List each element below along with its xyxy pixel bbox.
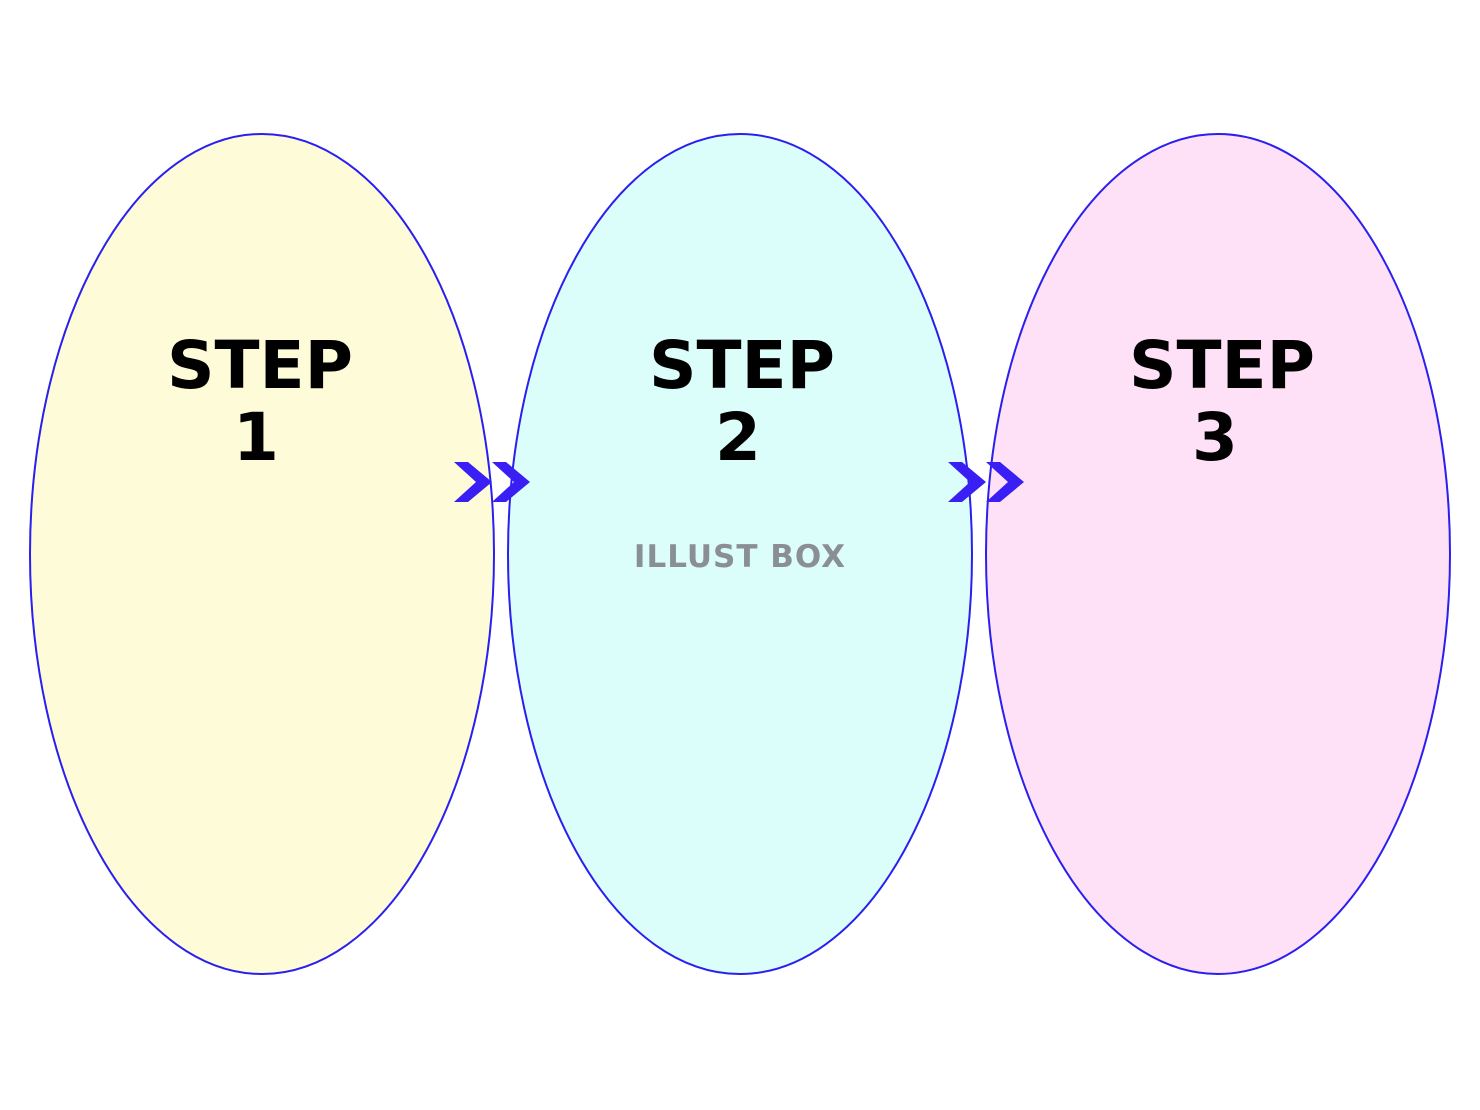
double-chevron-right-icon (948, 462, 1024, 502)
step-2-number: 2 (715, 399, 761, 476)
step-2: STEP 2 (507, 133, 973, 975)
watermark-logo: ILLUST BOX (634, 539, 846, 575)
step-3-title: STEP (1129, 327, 1315, 404)
step-1-number: 1 (233, 399, 279, 476)
step-1: STEP 1 (29, 133, 495, 975)
step-3-oval (985, 133, 1451, 975)
step-1-title: STEP (167, 327, 353, 404)
step-2-title: STEP (649, 327, 835, 404)
step-3-number: 3 (1192, 399, 1238, 476)
step-3: STEP 3 (985, 133, 1451, 975)
step-1-oval (29, 133, 495, 975)
double-chevron-right-icon (454, 462, 530, 502)
step-2-oval (507, 133, 973, 975)
